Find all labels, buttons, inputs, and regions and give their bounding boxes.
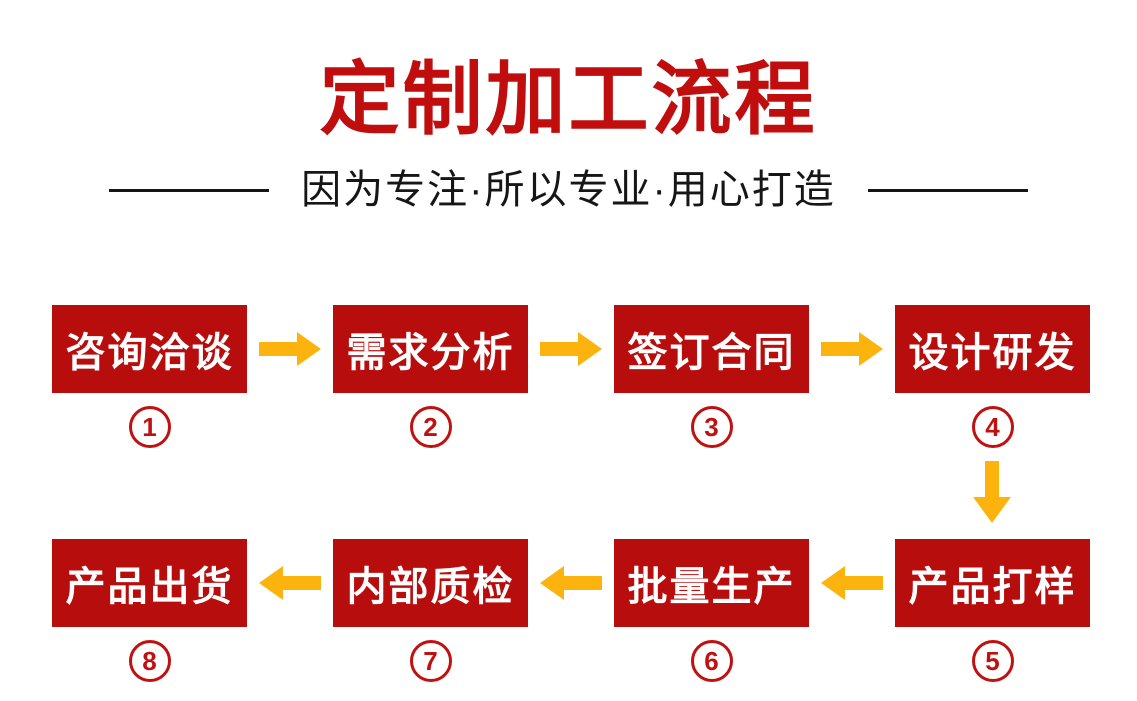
step-label-box-2: 需求分析 xyxy=(333,305,528,393)
step-label-box-1: 咨询洽谈 xyxy=(52,305,247,393)
step-number-badge-5: 5 xyxy=(971,640,1014,682)
step-number-badge-4: 4 xyxy=(971,406,1014,448)
process-step-1: 咨询洽谈 1 xyxy=(52,305,247,448)
arrow-left-icon xyxy=(528,539,614,627)
arrow-right-icon xyxy=(247,305,333,393)
process-step-2: 需求分析 2 xyxy=(333,305,528,448)
step-number-badge-2: 2 xyxy=(409,406,452,448)
process-step-3: 签订合同 3 xyxy=(614,305,809,448)
step-label-box-5: 产品打样 xyxy=(895,539,1090,627)
flow-row-top: 咨询洽谈 1 需求分析 2 签订合同 3 设计研发 4 xyxy=(52,305,1090,448)
step-number-badge-1: 1 xyxy=(128,406,171,448)
process-step-6: 批量生产 6 xyxy=(614,539,809,682)
step-label-box-6: 批量生产 xyxy=(614,539,809,627)
step-label-box-7: 内部质检 xyxy=(333,539,528,627)
subtitle-row: 因为专注·所以专业·用心打造 xyxy=(0,163,1137,217)
arrow-right-icon xyxy=(809,305,895,393)
process-step-8: 产品出货 8 xyxy=(52,539,247,682)
process-step-4: 设计研发 4 xyxy=(895,305,1090,448)
step-label-box-3: 签订合同 xyxy=(614,305,809,393)
step-number-badge-8: 8 xyxy=(128,640,171,682)
arrow-right-icon xyxy=(528,305,614,393)
step-number-badge-6: 6 xyxy=(690,640,733,682)
step-label-box-4: 设计研发 xyxy=(895,305,1090,393)
step-number-badge-3: 3 xyxy=(690,406,733,448)
process-step-7: 内部质检 7 xyxy=(333,539,528,682)
page-subtitle: 因为专注·所以专业·用心打造 xyxy=(301,168,836,212)
arrow-left-icon xyxy=(809,539,895,627)
process-step-5: 产品打样 5 xyxy=(895,539,1090,682)
step-label-box-8: 产品出货 xyxy=(52,539,247,627)
arrow-down-icon xyxy=(973,461,1011,523)
arrow-left-icon xyxy=(247,539,333,627)
page-title: 定制加工流程 xyxy=(319,55,818,144)
flow-row-bottom: 产品出货 8 内部质检 7 批量生产 6 产品打样 5 xyxy=(52,539,1090,682)
right-divider-line xyxy=(867,188,1028,192)
left-divider-line xyxy=(109,188,270,192)
step-number-badge-7: 7 xyxy=(409,640,452,682)
